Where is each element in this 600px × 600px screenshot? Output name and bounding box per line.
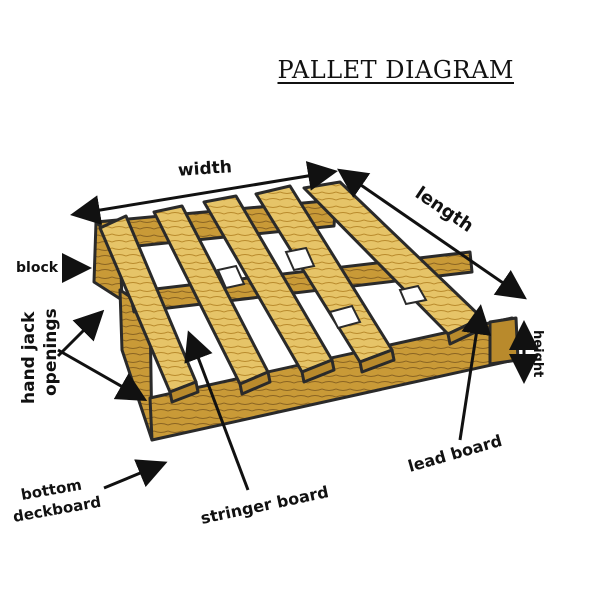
height-label: height [530, 330, 545, 377]
lead-board-arrow [458, 304, 492, 441]
hand-jack-arrow-upper [56, 309, 105, 358]
block-label: block [16, 260, 59, 276]
stringer-board-label: stringer board [199, 482, 330, 528]
width-arrow [70, 161, 338, 225]
length-arrow [337, 168, 527, 300]
stringer-board-arrow [184, 330, 250, 491]
lead-board-label: lead board [406, 431, 504, 476]
diagram-title: PALLET DIAGRAM [277, 56, 514, 84]
bottom-deckboard-arrow [103, 459, 168, 490]
dimension-arrows [70, 161, 539, 384]
pointer-arrows [56, 253, 492, 491]
hand-jack-label-line1: hand jack [19, 311, 39, 404]
length-label: length [411, 183, 477, 237]
width-label: width [177, 157, 233, 181]
hand-jack-arrow-lower [57, 348, 148, 401]
hand-jack-label-line2: openings [41, 308, 61, 396]
